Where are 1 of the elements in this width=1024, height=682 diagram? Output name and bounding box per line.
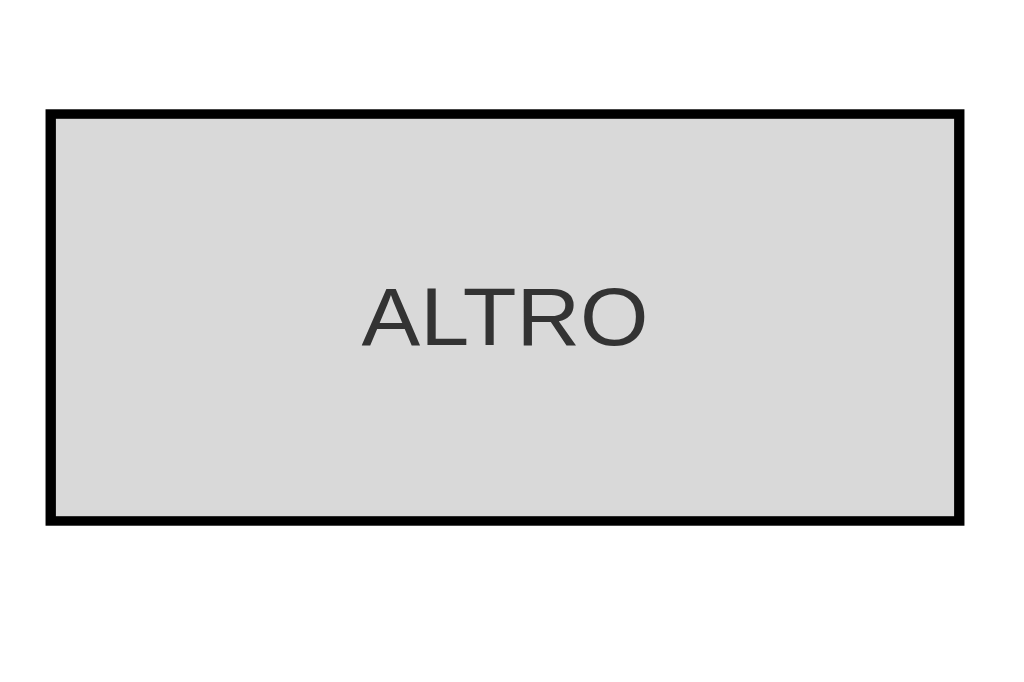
node-box: ALTRO xyxy=(45,109,965,526)
